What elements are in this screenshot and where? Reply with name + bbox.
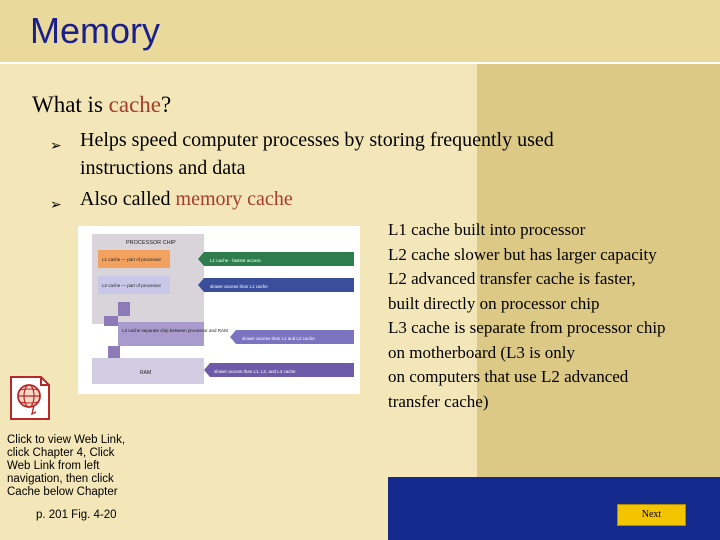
ram-box	[92, 358, 204, 384]
l3-label: L3 cache separate chip between processor…	[122, 328, 228, 333]
l1-cache-box	[98, 250, 170, 268]
bullet-accent: memory cache	[175, 188, 293, 210]
l2-cache-box	[98, 276, 170, 294]
text-line: L3 cache is separate from processor chip	[388, 318, 666, 337]
arrow-l2-access	[198, 278, 354, 292]
arrow-l1-label: L1 cache - fastest access	[210, 258, 262, 263]
l3-cache-box	[118, 322, 204, 346]
title-divider	[0, 62, 720, 64]
title-band	[0, 0, 720, 62]
bus-connector	[104, 316, 118, 326]
bullet-line: instructions and data	[80, 157, 246, 179]
arrow-l3-access	[230, 330, 354, 344]
arrow-ram-label: slower access than L1, L2, and L3 cache	[214, 369, 296, 374]
text-line: on computers that use L2 advanced	[388, 367, 629, 386]
bullet-text: Helps speed computer processes by storin…	[80, 126, 554, 182]
heading-prefix: What is	[32, 92, 109, 117]
web-link-icon[interactable]	[8, 374, 52, 422]
cache-diagram: PROCESSOR CHIP L1 cache — part of proces…	[92, 234, 354, 384]
ram-label: RAM	[140, 370, 151, 376]
heading-accent: cache	[108, 92, 161, 117]
chip-label: PROCESSOR CHIP	[126, 240, 176, 246]
right-panel	[477, 64, 720, 477]
text-line: transfer cache)	[388, 391, 489, 411]
bullet-text: Also called memory cache	[80, 185, 293, 213]
text-line: on motherboard (L3 is only	[388, 342, 575, 362]
text-line: L1 cache built into processor	[388, 220, 586, 239]
l1-label: L1 cache — part of processor	[102, 257, 162, 262]
arrow-ram-access	[204, 363, 354, 377]
cache-levels-text: L1 cache built into processor L2 cache s…	[388, 218, 718, 414]
chip-connector	[118, 302, 130, 316]
arrow-l3-label: slower access than L1 and L2 cache	[242, 336, 315, 341]
slide-title: Memory	[30, 10, 161, 51]
page-reference: p. 201 Fig. 4-20	[36, 509, 117, 521]
heading-suffix: ?	[161, 92, 172, 117]
arrow-bullet-icon: ➢	[50, 139, 62, 154]
next-button[interactable]: Next	[617, 504, 686, 526]
l2-label: L2 cache — part of processor	[102, 283, 162, 288]
section-heading: What is cache?	[32, 92, 171, 118]
text-line: L2 advanced transfer cache is faster,	[388, 269, 636, 288]
cache-figure: PROCESSOR CHIP L1 cache — part of proces…	[78, 226, 360, 394]
arrow-bullet-icon: ➢	[50, 198, 62, 213]
bullet-prefix: Also called	[80, 188, 176, 210]
ram-connector	[108, 346, 120, 360]
arrow-l1-access	[198, 252, 354, 266]
arrow-l2-label: slower access than L1 cache	[210, 284, 268, 289]
text-line: L2 cache slower but has larger capacity	[388, 244, 657, 264]
text-line: built directly on processor chip	[388, 293, 600, 313]
bullet-line: Helps speed computer processes by storin…	[80, 129, 554, 151]
web-link-instructions: Click to view Web Link, click Chapter 4,…	[7, 434, 126, 498]
